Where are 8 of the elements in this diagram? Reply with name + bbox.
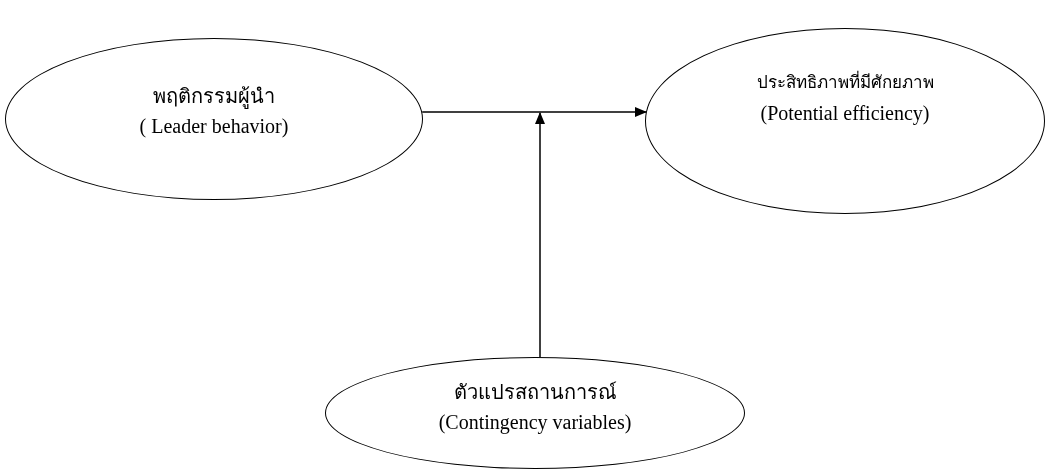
node-subtitle: (Contingency variables) (438, 410, 632, 434)
node-subtitle: (Potential efficiency) (760, 101, 930, 126)
node-title: พฤติกรรมผู้นำ (153, 84, 275, 108)
arrow (421, 107, 647, 117)
arrow (535, 112, 545, 358)
node-title: ประสิทธิภาพที่มีศักยภาพ (756, 72, 934, 94)
node-title: ตัวแปรสถานการณ์ (453, 380, 617, 404)
node-subtitle: ( Leader behavior) (139, 114, 289, 138)
